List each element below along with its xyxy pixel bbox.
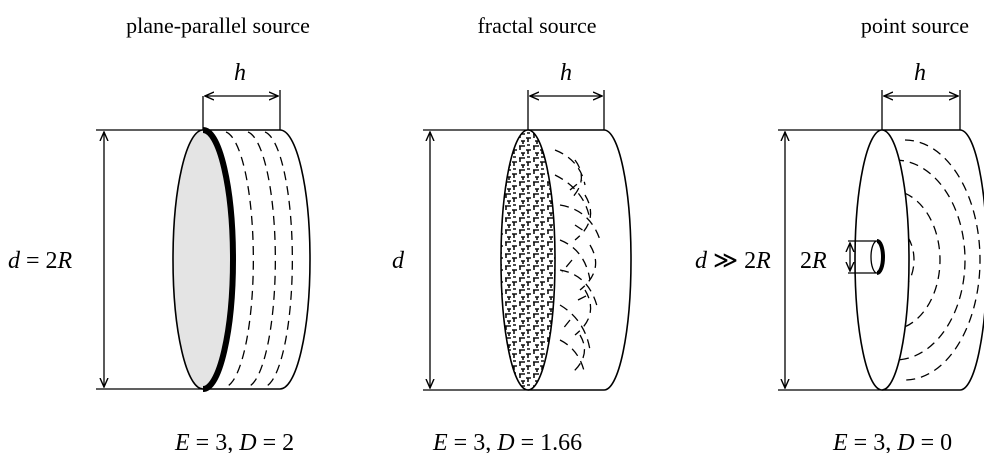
thickness-dimension: h [881, 60, 961, 130]
fractal-face [501, 130, 555, 390]
thickness-label: h [234, 60, 246, 86]
dimension-equation: E = 3, D = 2 [174, 430, 294, 453]
panel-title: point source [861, 13, 969, 38]
cylinder-plane-parallel [172, 127, 311, 392]
emitting-layer [202, 127, 236, 392]
panel-fractal: fractal source h d [392, 13, 632, 453]
inner-radius-label: 2R [800, 248, 827, 274]
height-dimension: d = 2R [8, 129, 203, 390]
panel-title: fractal source [477, 13, 596, 38]
height-label: d [392, 248, 405, 274]
cylinder-fractal [500, 129, 632, 391]
height-dimension: d ≫ 2R [695, 129, 882, 391]
thickness-dimension: h [202, 60, 281, 130]
height-label: d ≫ 2R [695, 248, 771, 274]
emission-arcs [554, 149, 601, 376]
dimension-equation: E = 3, D = 0 [832, 430, 952, 453]
panel-title: plane-parallel source [126, 13, 310, 38]
height-dimension: d [392, 129, 528, 391]
thickness-dimension: h [527, 60, 605, 130]
height-label: d = 2R [8, 248, 73, 274]
dimension-equation: E = 3, D = 1.66 [432, 430, 582, 453]
panel-point: point source h d ≫ 2R [695, 13, 984, 453]
thickness-label: h [560, 60, 572, 86]
cylinder-point: 2R [800, 129, 984, 391]
panel-plane-parallel: plane-parallel source h d = 2R E = 3, [8, 13, 311, 453]
thickness-label: h [914, 60, 926, 86]
point-source-marker [848, 239, 885, 275]
